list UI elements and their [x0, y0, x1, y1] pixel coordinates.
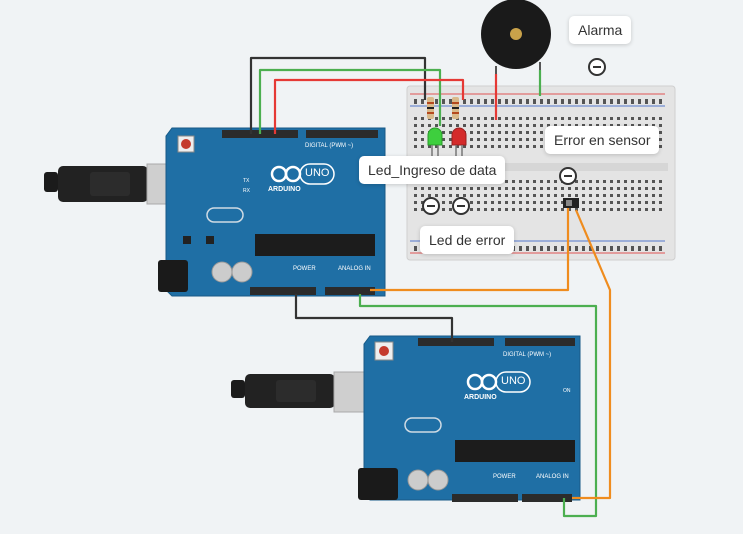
led-red[interactable]	[451, 127, 467, 156]
led-data-label: Led_Ingreso de data	[359, 156, 506, 184]
alarm-label: Alarma	[569, 16, 632, 44]
resistor-led-data[interactable]	[427, 97, 434, 119]
board1-digital-label: DIGITAL (PWM ~)	[305, 143, 354, 149]
led-error-probe-icon[interactable]	[452, 197, 470, 215]
arduino-uno-1[interactable]	[44, 127, 386, 297]
led-error-label: Led de error	[420, 226, 515, 254]
wires	[249, 56, 612, 518]
sensor-error-label: Error en sensor	[545, 126, 660, 154]
board2-digital-label: DIGITAL (PWM ~)	[503, 352, 552, 358]
buzzer[interactable]	[481, 0, 551, 86]
board1-power-label: POWER	[293, 266, 316, 272]
board2-on: ON	[563, 388, 571, 394]
board2-brand: ARDUINO	[464, 394, 497, 401]
board1-brand: ARDUINO	[268, 186, 301, 193]
board1-model: UNO	[305, 167, 330, 179]
board1-analog-label: ANALOG IN	[338, 266, 371, 272]
arduino-uno-2[interactable]	[231, 335, 581, 502]
sensor-switch[interactable]	[563, 198, 579, 208]
board2-power-label: POWER	[493, 474, 516, 480]
led-green[interactable]	[427, 127, 443, 156]
board2-analog-label: ANALOG IN	[536, 474, 569, 480]
sensor-error-probe-icon[interactable]	[559, 167, 577, 185]
resistor-led-error[interactable]	[452, 97, 459, 119]
alarm-probe-icon[interactable]	[588, 58, 606, 76]
board2-model: UNO	[501, 375, 526, 387]
board1-tx: TX	[243, 178, 250, 184]
led-data-probe-icon[interactable]	[422, 197, 440, 215]
board1-rx: RX	[243, 188, 250, 194]
